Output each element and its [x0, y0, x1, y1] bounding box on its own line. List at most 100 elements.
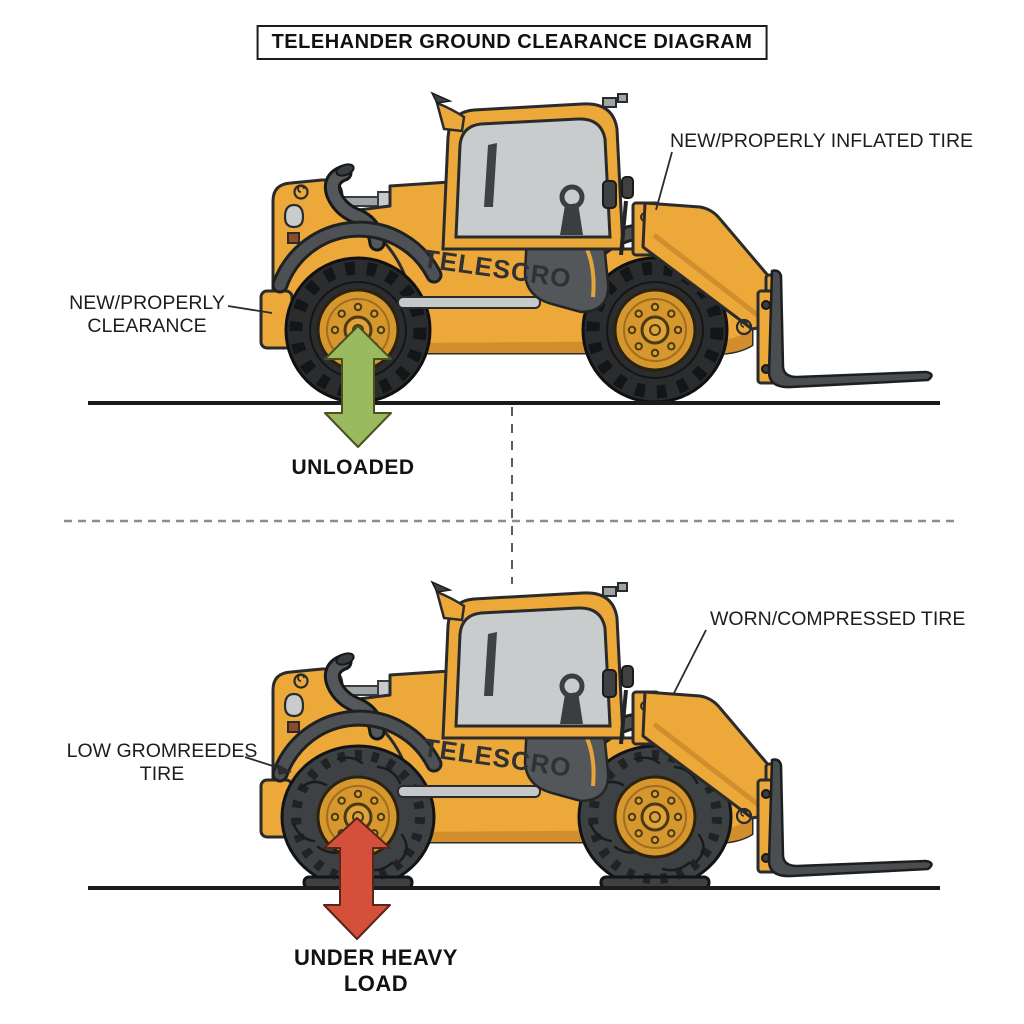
roof-antenna-base	[617, 582, 628, 592]
pointer-line-low-tire	[244, 756, 283, 770]
caption-unloaded: UNLOADED	[291, 456, 415, 479]
rear-fender	[274, 223, 440, 291]
wheel-lug-icon	[330, 325, 340, 335]
carriage-bolt-icon	[761, 300, 771, 310]
wheel-lug-icon	[667, 342, 676, 351]
pointer-line-worn-tire	[673, 629, 707, 694]
wheel-hub	[640, 315, 670, 345]
tire-wear-mark	[633, 756, 661, 765]
wheel-lug-icon	[650, 348, 660, 358]
mirror	[602, 669, 617, 698]
mirror-post	[619, 200, 628, 256]
pallet-fork	[767, 269, 933, 389]
wheel-lug-icon	[634, 796, 643, 805]
caption-under-heavy-load: UNDER HEAVY LOAD	[293, 945, 458, 996]
heavy-load-clearance-arrow	[323, 817, 391, 940]
telehandler-unloaded: TELESCRO	[88, 91, 940, 405]
wheel-lug-icon	[370, 309, 379, 318]
wheel-lug-icon	[376, 325, 386, 335]
tire-wear-mark	[695, 833, 705, 863]
roof-horn	[435, 589, 466, 622]
roof-antenna-base	[617, 93, 628, 103]
wheel-lug-icon	[337, 796, 346, 805]
wheel-lug-icon	[650, 302, 660, 312]
wheel-lug-icon	[634, 829, 643, 838]
roof-horn-tip	[430, 91, 453, 104]
rear-fender	[274, 712, 440, 780]
mirror	[602, 180, 617, 209]
machine-upper-group: TELESCRO	[271, 580, 933, 878]
wheel-lug-icon	[627, 812, 637, 822]
door-sill	[397, 785, 541, 798]
wheel-lug-icon	[667, 796, 676, 805]
pointer-arrowhead-icon	[276, 763, 292, 775]
mirror	[621, 665, 634, 688]
tire-wear-mark	[336, 756, 364, 765]
label-clearance-line2: CLEARANCE	[87, 315, 207, 337]
window-wiper	[484, 143, 497, 207]
wheel-lug-icon	[627, 325, 637, 335]
label-low-tire: LOW GROMREEDES TIRE	[52, 740, 272, 786]
pivot-pin-swirl	[740, 320, 748, 328]
pointer-line-clearance	[227, 305, 273, 314]
tire-wear-mark	[376, 765, 402, 785]
wheel-lug-icon	[650, 835, 660, 845]
mirror	[621, 176, 634, 199]
decal-swirl-icon	[297, 674, 305, 682]
page-title: TELEHANDER GROUND CLEARANCE DIAGRAM	[256, 25, 768, 60]
exhaust-opening	[335, 652, 355, 666]
cab-window	[454, 117, 612, 239]
boom-shade-line	[652, 722, 762, 808]
wheel-lug-icon	[673, 325, 683, 335]
decal-swirl-icon	[297, 185, 305, 193]
tail-lamp	[287, 232, 300, 244]
wheel-lug-icon	[667, 829, 676, 838]
wheel-rim-ring	[623, 298, 687, 362]
roof-beacon	[602, 97, 617, 108]
new-tire-wheel	[581, 256, 729, 404]
pivot-pin-swirl	[740, 809, 748, 817]
machine-upper-group: TELESCRO	[271, 91, 933, 389]
wheel-lug-icon	[353, 789, 363, 799]
tire-wear-mark	[298, 780, 328, 791]
carriage-bolt-icon	[761, 789, 771, 799]
worn-tire-wheel	[577, 744, 733, 890]
label-clearance: NEW/PROPERLY CLEARANCE	[58, 292, 236, 338]
wheel-lug-icon	[634, 309, 643, 318]
pallet-fork	[767, 758, 933, 878]
roof-beacon	[602, 586, 617, 597]
boom-shade-line	[652, 233, 762, 319]
wheel-lug-icon	[337, 309, 346, 318]
wheel-lug-icon	[667, 309, 676, 318]
pointer-line-inflated-tire	[655, 151, 673, 211]
steering-column	[560, 203, 583, 235]
tire-wear-mark	[661, 861, 691, 872]
wheel-hub	[640, 802, 670, 832]
label-inflated-tire: NEW/PROPERLY INFLATED TIRE	[670, 130, 974, 152]
label-low-tire-line1: LOW GROMREEDES	[66, 740, 258, 762]
pivot-pin-icon	[735, 807, 753, 825]
wheel-lug-icon	[376, 812, 386, 822]
tire-wear-mark	[589, 823, 613, 843]
label-worn-tire: WORN/COMPRESSED TIRE	[710, 608, 966, 630]
wheel-lug-icon	[634, 342, 643, 351]
unloaded-clearance-arrow	[324, 325, 392, 448]
roof-horn-tip	[430, 580, 453, 593]
wheel-lug-icon	[673, 812, 683, 822]
tail-lamp	[287, 721, 300, 733]
window-wiper	[484, 632, 497, 696]
tire-wear-mark	[398, 833, 408, 863]
mirror-post	[619, 689, 628, 745]
label-clearance-line1: NEW/PROPERLY	[69, 292, 225, 314]
wheel-hub-center	[649, 811, 661, 823]
cab-window	[454, 606, 612, 728]
rear-light	[283, 692, 305, 718]
exhaust-opening	[335, 163, 355, 177]
wheel-lug-icon	[370, 796, 379, 805]
label-low-tire-line2: TIRE	[139, 763, 185, 785]
rear-light	[283, 203, 305, 229]
steering-column	[560, 692, 583, 724]
tire-wear-mark	[292, 823, 316, 843]
wheel-hub-center	[649, 324, 661, 336]
